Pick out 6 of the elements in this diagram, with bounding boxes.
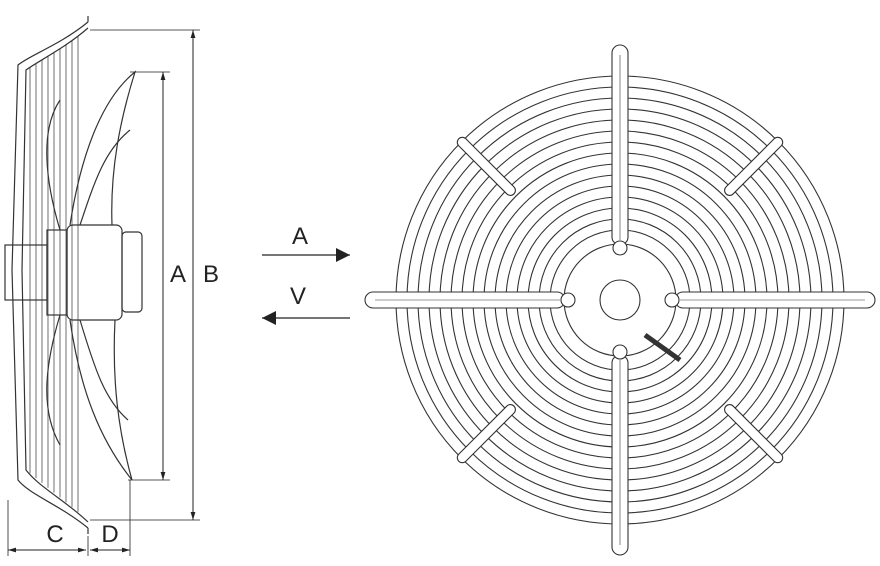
dimension-label: A xyxy=(170,263,186,287)
dimension-label: D xyxy=(101,523,119,547)
airflow-label: A xyxy=(292,225,308,249)
dimension-label: B xyxy=(203,263,219,287)
airflow-label: V xyxy=(290,285,306,309)
dimension-label: C xyxy=(46,523,64,547)
